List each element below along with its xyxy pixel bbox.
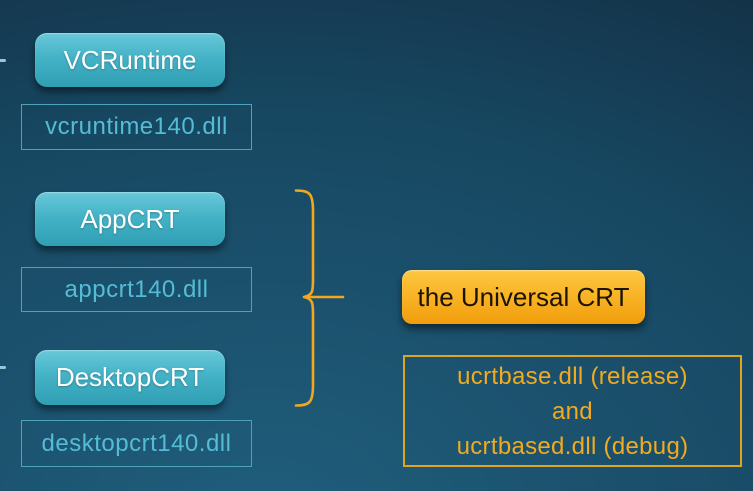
desktopcrt-dll-label: desktopcrt140.dll <box>41 429 232 457</box>
ucrt-dll-line-and: and <box>552 397 593 425</box>
ucrt-dll-line-release: ucrtbase.dll (release) <box>457 362 688 390</box>
desktopcrt-node-label: DesktopCRT <box>55 362 205 392</box>
ucrt-dll-line-debug: ucrtbased.dll (debug) <box>456 432 689 460</box>
appcrt-dll-label: appcrt140.dll <box>64 275 209 303</box>
left-edge-dash <box>0 366 6 369</box>
universal-crt-node-label: the Universal CRT <box>417 281 630 312</box>
appcrt-dll-box: appcrt140.dll <box>21 267 252 312</box>
desktopcrt-dll-box: desktopcrt140.dll <box>21 420 252 467</box>
curly-brace-connector-icon <box>294 189 345 407</box>
vcruntime-dll-label: vcruntime140.dll <box>45 113 228 140</box>
vcruntime-dll-box: vcruntime140.dll <box>21 104 252 150</box>
desktopcrt-node: DesktopCRT <box>35 350 225 405</box>
vcruntime-node-label: VCRuntime <box>63 44 197 75</box>
appcrt-node-label: AppCRT <box>80 203 180 234</box>
ucrt-dll-box: ucrtbase.dll (release) and ucrtbased.dll… <box>403 355 742 467</box>
appcrt-node: AppCRT <box>35 192 225 246</box>
universal-crt-node: the Universal CRT <box>402 270 645 324</box>
left-edge-dash <box>0 59 6 62</box>
vcruntime-node: VCRuntime <box>35 33 225 87</box>
